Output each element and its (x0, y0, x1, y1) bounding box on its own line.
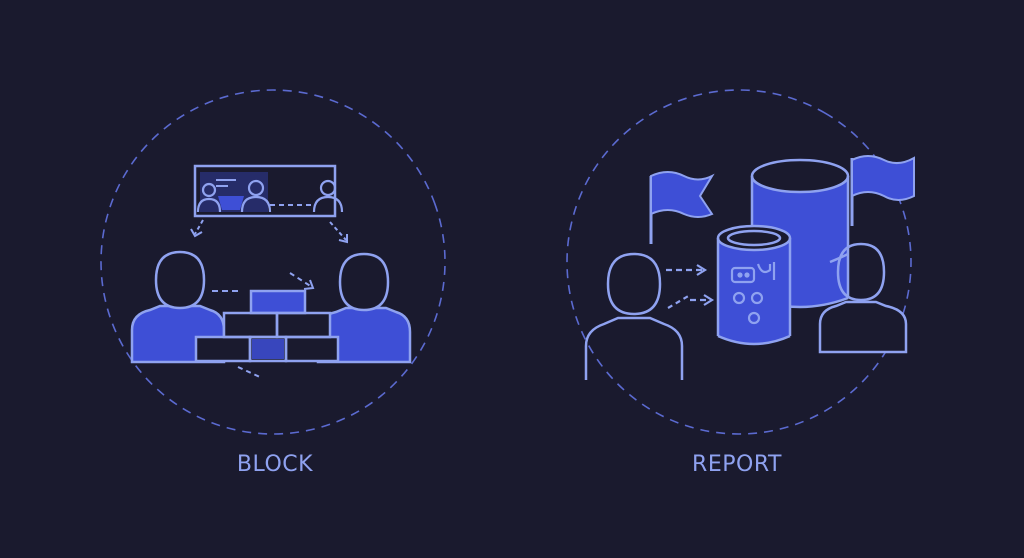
report-label: REPORT (692, 452, 782, 477)
person-icon (584, 252, 684, 380)
people-group-icon (193, 164, 344, 218)
person-icon (818, 242, 908, 354)
block-label: BLOCK (236, 452, 314, 477)
brick-wall-icon (194, 289, 340, 363)
block-panel (100, 89, 446, 435)
report-dashed-circle (566, 89, 912, 435)
block-dashed-circle (100, 89, 446, 435)
dashed-arrow-icon (666, 264, 715, 309)
dashed-arrow-icon (190, 219, 348, 379)
person-icon (316, 252, 412, 364)
flag-icon (850, 155, 915, 226)
report-panel (566, 89, 915, 435)
database-cylinder-icon (716, 224, 792, 346)
flag-icon (649, 171, 715, 244)
